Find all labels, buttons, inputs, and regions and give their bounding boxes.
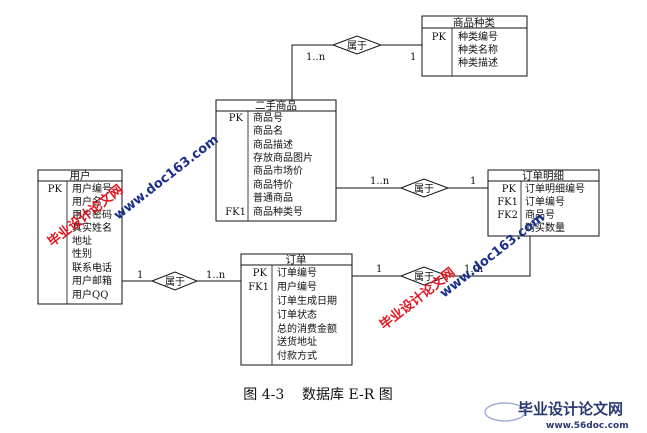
relationship-user-order: 属于 1 1..n [137,270,226,291]
logo-url: www.56doc.com [546,421,629,431]
entity-key: PK [502,184,517,195]
entity-attribute: 购买数量 [525,221,565,234]
entity-attribute: 付款方式 [277,349,317,362]
relationship-category-product: 属于 1..n 1 [306,35,416,63]
relationship-diamond [399,266,450,286]
connectors [122,44,531,282]
entity-key: PK [432,32,447,43]
connector-category-product-a [291,44,333,100]
entity-attribute: 联系电话 [72,261,112,274]
entity-attribute: 商品名 [253,124,283,137]
entity-attribute: 商品市场价 [253,164,303,177]
cardinality-right: 1..n [206,270,226,281]
entity-attribute: 真实姓名 [72,221,112,234]
figure-caption: 图 4-3 数据库 E-R 图 [243,387,392,403]
entity-title: 订单明细 [522,169,564,182]
relationship-label: 属于 [347,40,367,52]
entity-attribute: 用户邮箱 [72,274,112,287]
entity-attribute: 商品号 [525,208,555,221]
entity-title: 二手商品 [255,99,297,112]
cardinality-left: 1 [137,270,143,281]
entity-box [215,99,337,222]
watermark-blue-text: www.doc163.com [111,132,221,223]
entity-attribute: 商品特价 [253,178,293,191]
entity-key: FK1 [497,197,518,208]
entity-attribute: 订单编号 [277,266,317,279]
logo-swoosh [484,402,526,422]
entity-product-category: 商品种类 PK 种类编号 种类名称 种类描述 [421,15,528,77]
relationship-product-detail: 属于 1..n 1 [370,176,476,198]
entity-key: FK2 [497,210,518,221]
entity-attribute: 商品号 [253,111,283,124]
entity-title: 用户 [70,169,91,182]
entity-attribute: 订单生成日期 [277,294,337,307]
relationship-diamond [150,271,199,291]
entity-key: PK [48,184,63,195]
corner-logo: 毕业设计论文网 www.56doc.com [484,400,629,431]
watermark-right: 毕业设计论文网 www.doc163.com [377,210,548,333]
cardinality-left: 1..n [306,52,326,63]
entity-key: FK1 [225,207,246,218]
entity-attribute: 商品描述 [253,138,293,151]
entity-attribute: 种类编号 [458,30,498,43]
entity-product: 二手商品 PK FK1 商品号 商品名 商品描述 存放商品图片 商品市场价 商品… [215,99,337,222]
cardinality-left: 1..n [370,176,390,187]
relationship-diamond [399,178,450,198]
relationship-label: 属于 [165,276,185,288]
entity-attribute: 性别 [72,247,92,260]
entity-attribute: 订单编号 [525,195,565,208]
cardinality-right: 1..n [464,264,484,275]
entity-attribute: 地址 [72,234,92,247]
entity-key: PK [253,268,268,279]
entity-attribute: 用户编号 [277,280,317,293]
entity-attribute: 存放商品图片 [253,151,313,164]
entity-key: PK [229,113,244,124]
entity-order-detail: 订单明细 PK FK1 FK2 订单明细编号 订单编号 商品号 购买数量 [487,169,600,237]
entity-attribute: 用户编号 [72,182,112,195]
relationship-label: 属于 [414,271,434,283]
entity-attribute: 订单明细编号 [525,182,585,195]
entity-attribute: 普通商品 [253,191,293,204]
entity-attribute: 用户密码 [72,208,112,221]
entity-attribute: 总的消费金额 [277,322,337,335]
entity-attribute: 送货地址 [277,335,317,348]
entity-attribute: 种类描述 [458,56,498,69]
entity-title: 订单 [286,254,307,266]
entity-attribute: 用户QQ [72,288,108,301]
relationship-label: 属于 [414,183,434,195]
entity-attribute: 用户名 [72,195,102,208]
entity-attribute: 种类名称 [458,43,498,56]
cardinality-right: 1 [410,52,416,63]
connector-order-detail-b [448,236,531,277]
entity-user: 用户 PK 用户编号 用户名 用户密码 真实姓名 地址 性别 联系电话 用户邮箱… [37,169,123,305]
logo-title: 毕业设计论文网 [518,400,623,418]
entity-order: 订单 PK FK1 订单编号 用户编号 订单生成日期 订单状态 总的消费金额 送… [240,253,353,366]
cardinality-right: 1 [470,176,476,187]
entity-attribute: 订单状态 [277,308,317,321]
cardinality-left: 1 [376,264,382,275]
relationship-order-detail: 属于 1 1..n [376,264,484,286]
entity-box [240,253,353,366]
entity-title: 商品种类 [453,16,495,29]
entity-box [37,169,123,305]
relationship-diamond [331,35,383,55]
entity-box [421,15,528,77]
entity-attribute: 商品种类号 [253,205,303,218]
entity-key: FK1 [248,282,269,293]
